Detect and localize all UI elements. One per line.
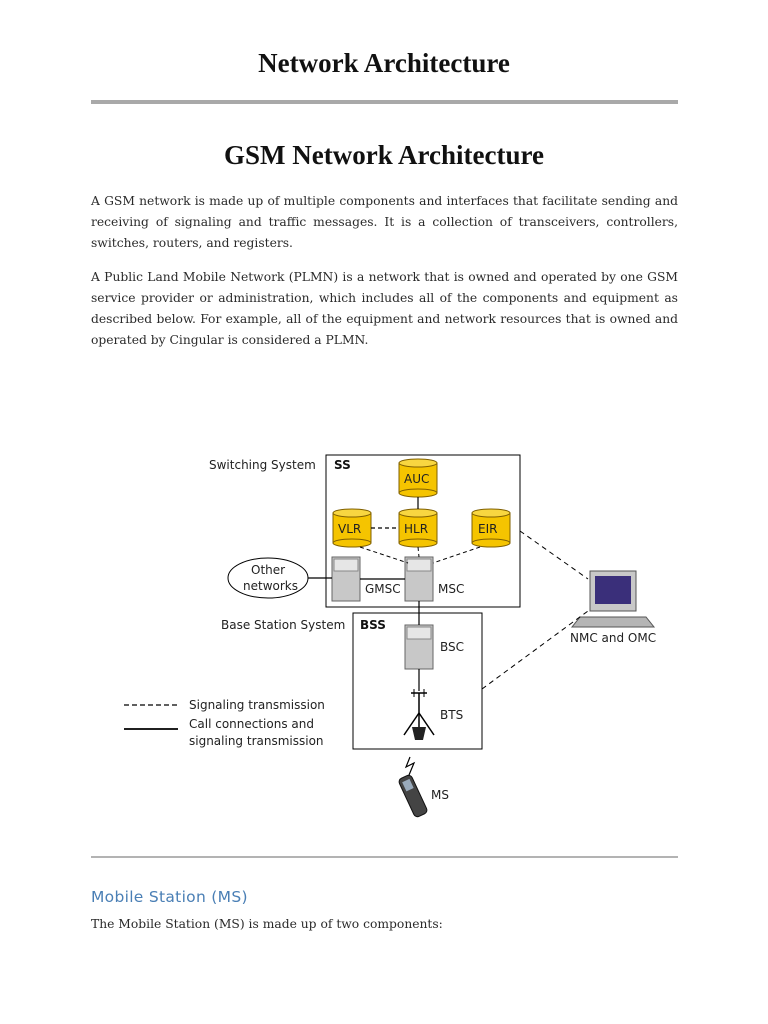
mobile-station-text: The Mobile Station (MS) is made up of tw… xyxy=(91,917,443,931)
msc-label: MSC xyxy=(438,582,464,596)
msc-switch-icon xyxy=(404,556,434,602)
legend-call-label-1: Call connections and xyxy=(189,717,314,731)
base-station-system-label: Base Station System xyxy=(221,618,345,632)
section-divider xyxy=(91,856,678,858)
other-networks-label-2: networks xyxy=(243,579,298,593)
auc-database-icon: AUC xyxy=(398,458,438,498)
hlr-database-icon: HLR xyxy=(398,508,438,548)
mobile-station-heading: Mobile Station (MS) xyxy=(91,888,248,906)
section-title: GSM Network Architecture xyxy=(224,140,544,170)
eir-database-icon: EIR xyxy=(471,508,511,548)
nmc-omc-label: NMC and OMC xyxy=(570,631,656,645)
nmc-omc-computer-icon xyxy=(570,570,656,628)
bsc-controller-icon xyxy=(404,624,434,670)
bss-box xyxy=(352,612,483,750)
intro-paragraph: A GSM network is made up of multiple com… xyxy=(91,194,678,250)
plmn-paragraph: A Public Land Mobile Network (PLMN) is a… xyxy=(91,270,678,347)
vlr-label: VLR xyxy=(338,522,361,536)
gmsc-switch-icon xyxy=(331,556,361,602)
eir-label: EIR xyxy=(478,522,497,536)
bts-label: BTS xyxy=(440,708,463,722)
legend-signaling-label: Signaling transmission xyxy=(189,698,325,712)
hlr-label: HLR xyxy=(404,522,428,536)
ss-label: SS xyxy=(334,458,351,472)
bts-antenna-icon xyxy=(403,689,435,740)
bsc-label: BSC xyxy=(440,640,464,654)
legend-call-label-2: signaling transmission xyxy=(189,734,324,748)
gmsc-label: GMSC xyxy=(365,582,401,596)
bss-label: BSS xyxy=(360,618,386,632)
title-divider xyxy=(91,100,678,104)
page-title: Network Architecture xyxy=(258,48,510,78)
switching-system-label: Switching System xyxy=(209,458,316,472)
vlr-database-icon: VLR xyxy=(332,508,372,548)
ms-label: MS xyxy=(431,788,449,802)
mobile-phone-icon xyxy=(398,756,428,818)
gsm-architecture-diagram: Switching System SS Base Station System … xyxy=(124,454,656,818)
other-networks-label-1: Other xyxy=(251,563,285,577)
auc-label: AUC xyxy=(404,472,429,486)
